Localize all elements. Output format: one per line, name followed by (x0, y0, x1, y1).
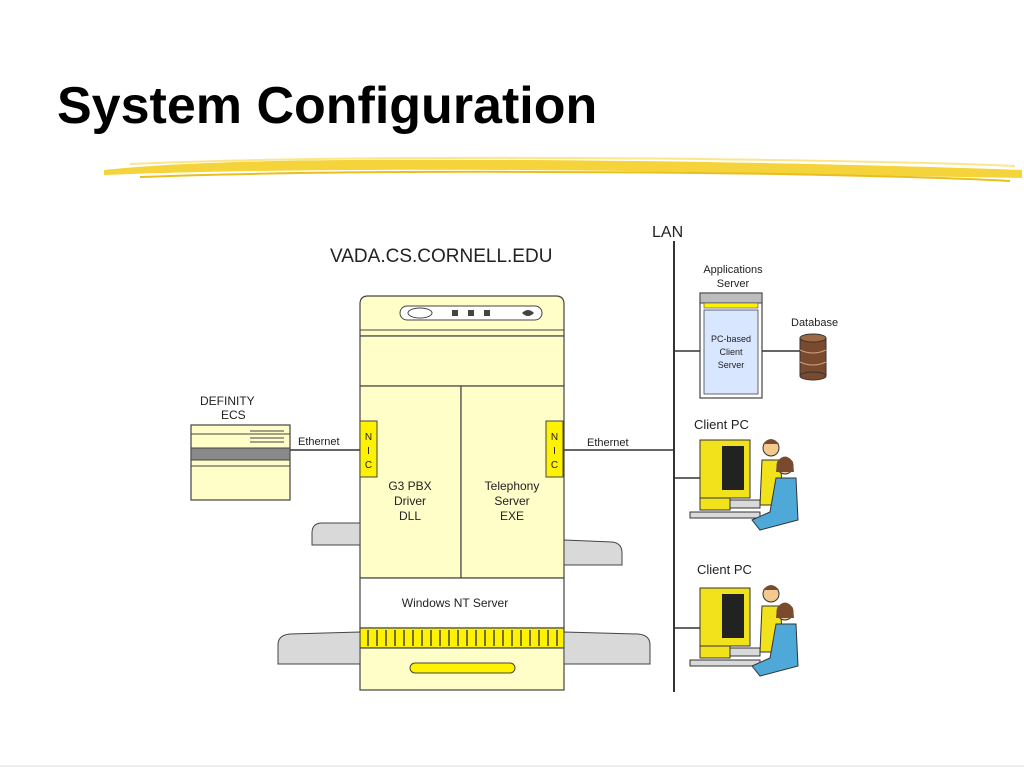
definity-label-line2: ECS (221, 408, 246, 422)
applications-server: Applications Server PC-based Client Serv… (699, 264, 763, 399)
ethernet-left-label: Ethernet (298, 436, 340, 448)
pbx-driver-line3: DLL (399, 509, 421, 523)
server-hostname: VADA.CS.CORNELL.EDU (330, 246, 552, 267)
definity-label-line1: DEFINITY (200, 394, 255, 408)
telephony-line3: EXE (500, 509, 524, 523)
nic-left-letter-n: N (365, 432, 372, 443)
client-pc-1-workstation-icon (689, 439, 799, 531)
app-server-label-line1: Applications (703, 264, 763, 276)
ethernet-right-label: Ethernet (587, 437, 629, 449)
app-server-screen-line1: PC-based (711, 334, 751, 344)
definity-ecs-device: DEFINITY ECS (190, 394, 291, 501)
os-label: Windows NT Server (402, 596, 508, 610)
nic-right-letter-c: C (551, 460, 558, 471)
lan-label: LAN (652, 224, 683, 241)
nic-left-letter-i: I (367, 446, 370, 457)
client-pc-2-label: Client PC (697, 562, 752, 577)
nt-server-tower: N I C N I C G3 PBX Driver DLL Telephony … (277, 295, 651, 691)
client-pc-1-label: Client PC (694, 417, 749, 432)
app-server-screen-line3: Server (718, 360, 745, 370)
database-cylinder-icon: Database (791, 317, 838, 381)
telephony-line2: Server (494, 494, 529, 508)
app-server-label-line2: Server (717, 278, 750, 290)
client-pc-2-workstation-icon (689, 585, 799, 677)
telephony-line1: Telephony (485, 479, 540, 493)
nic-left-letter-c: C (365, 460, 372, 471)
nic-right-letter-i: I (553, 446, 556, 457)
title-underline-stroke (104, 156, 1022, 182)
nic-right-letter-n: N (551, 432, 558, 443)
app-server-screen-line2: Client (719, 347, 743, 357)
slide-title: System Configuration (57, 77, 598, 135)
pbx-driver-line2: Driver (394, 494, 426, 508)
database-label: Database (791, 317, 838, 329)
pbx-driver-line1: G3 PBX (388, 479, 431, 493)
